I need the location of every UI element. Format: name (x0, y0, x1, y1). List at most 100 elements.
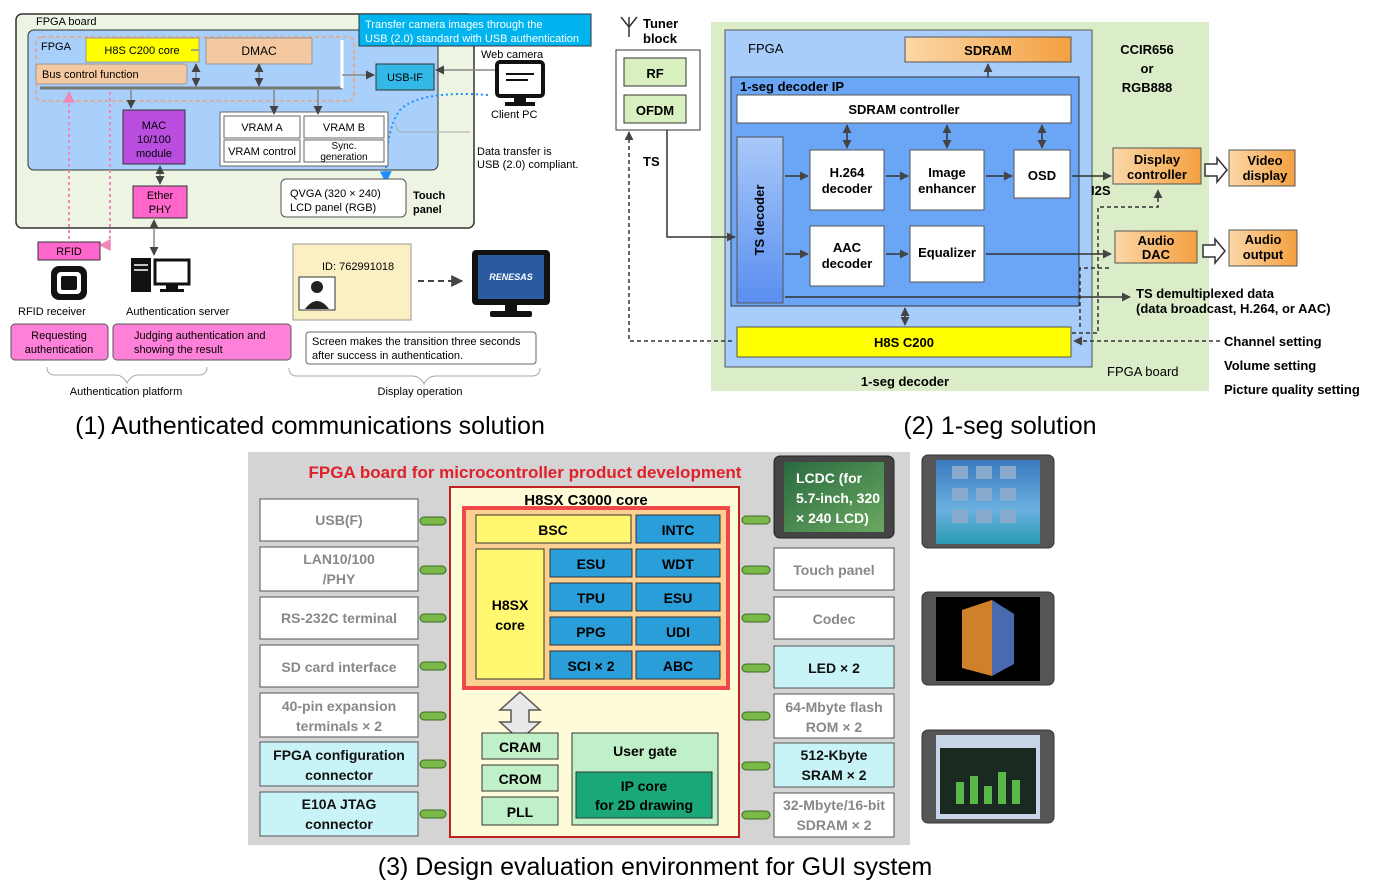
ether-phy-box (132, 185, 188, 219)
udi-label: UDI (666, 624, 690, 640)
wdt-label: WDT (662, 556, 694, 572)
audio-out-line2: output (1243, 247, 1284, 262)
wdt-box (635, 548, 721, 578)
bsc-label: BSC (538, 522, 568, 538)
left-box-4 (259, 692, 419, 738)
req-line1: Requesting (31, 330, 87, 342)
fpga-label-2: FPGA (748, 41, 784, 56)
audio-output-box (1228, 229, 1298, 267)
image-line2: enhancer (918, 181, 976, 196)
fpga-board-label-2: FPGA board (1107, 364, 1179, 379)
left-3-line1: SD card interface (281, 659, 396, 675)
left-5-line2: connector (305, 767, 373, 783)
user-gate-label: User gate (613, 743, 677, 759)
right-0-line1: Touch panel (793, 562, 874, 578)
rf-box (623, 57, 687, 87)
right-box-5 (773, 792, 895, 838)
rf-label: RF (646, 66, 663, 81)
left-1-line1: LAN10/100 (303, 551, 375, 567)
vram-control-label: VRAM control (228, 146, 296, 158)
gui-monitor-2 (921, 591, 1055, 686)
tpu-label: TPU (577, 590, 605, 606)
esu1-box (549, 548, 633, 578)
osd-label: OSD (1028, 168, 1056, 183)
usb-callout-line2: USB (2.0) standard with USB authenticati… (365, 33, 579, 45)
sync-line1: Sync. (331, 141, 356, 152)
h8s-c200-label: H8S C200 (874, 335, 934, 350)
esu2-box (635, 582, 721, 612)
lcdc-display: LCDC (for 5.7-inch, 320 × 240 LCD) (773, 455, 895, 539)
h8sx-line1: H8SX (492, 597, 529, 613)
right-1-line1: Codec (813, 611, 856, 627)
ppg-label: PPG (576, 624, 606, 640)
right-5-line1: 32-Mbyte/16-bit (783, 797, 885, 813)
left-box-0 (259, 498, 419, 542)
ts-demux-line1: TS demultiplexed data (1136, 286, 1275, 301)
right-peripherals: Touch panel Codec LED × 2 64-Mbyte flash… (773, 547, 895, 838)
cram-box (481, 732, 559, 760)
left-4-line2: terminals × 2 (296, 718, 382, 734)
core-title: H8SX C3000 core (524, 492, 647, 509)
volume-setting: Volume setting (1224, 358, 1316, 373)
audio-dac-line2: DAC (1142, 247, 1171, 262)
abc-box (635, 650, 721, 680)
tpu-box (549, 582, 633, 612)
left-box-1 (259, 546, 419, 592)
video-line1: Video (1247, 153, 1282, 168)
ether-line2: PHY (149, 204, 172, 216)
ofdm-label: OFDM (636, 103, 674, 118)
h8sx-line2: core (495, 617, 525, 633)
rfid-receiver-icon (51, 266, 87, 300)
decoder-ip-label: 1-seg decoder IP (740, 79, 844, 94)
right-box-4 (773, 742, 895, 788)
bsc-box (475, 514, 632, 544)
sdram-box (904, 36, 1072, 63)
left-4-line1: 40-pin expansion (282, 698, 396, 714)
channel-setting: Channel setting (1224, 334, 1322, 349)
ofdm-box (623, 94, 687, 124)
lcd-panel-box (280, 178, 407, 218)
sdram-label: SDRAM (964, 43, 1012, 58)
gui-monitor-1 (921, 454, 1055, 549)
right-box-1 (773, 596, 895, 640)
image-line1: Image (928, 165, 966, 180)
h8sx-core-box (475, 548, 545, 680)
dmac-box (205, 37, 313, 65)
h264-decoder-box (809, 149, 885, 211)
picture-setting: Picture quality setting (1224, 382, 1360, 397)
h264-line1: H.264 (830, 165, 865, 180)
intc-label: INTC (662, 522, 695, 538)
auth-server-label: Authentication server (126, 306, 230, 318)
id-number: ID: 762991018 (322, 261, 394, 273)
left-peripherals: USB(F) LAN10/100 /PHY RS-232C terminal S… (259, 498, 419, 837)
touch-line1: Touch (413, 190, 445, 202)
display-controller-box (1112, 147, 1202, 185)
h8s-core-box (85, 37, 200, 63)
diagram-3-gui-evaluation: FPGA board for microcontroller product d… (248, 452, 1055, 881)
web-camera-label: Web camera (481, 49, 544, 61)
video-line2: display (1243, 168, 1289, 183)
client-pc-icon (495, 60, 545, 106)
client-pc-label: Client PC (491, 109, 538, 121)
left-6-line1: E10A JTAG (302, 796, 377, 812)
transfer-note-line2: USB (2.0) compliant. (477, 159, 578, 171)
ccir-line3: RGB888 (1122, 80, 1173, 95)
aac-decoder-box (809, 225, 885, 287)
judge-line1: Judging authentication and (134, 330, 266, 342)
bus-control-label: Bus control function (42, 69, 139, 81)
rfid-receiver-label: RFID receiver (18, 306, 86, 318)
bus-control-box (35, 63, 188, 85)
rfid-label: RFID (56, 246, 82, 258)
vram-b-label: VRAM B (323, 122, 365, 134)
right-box-2 (773, 645, 895, 689)
diagram-2-oneseg-solution: FPGA SDRAM CCIR656 or RGB888 1-seg decod… (615, 16, 1360, 440)
board-title: FPGA board for microcontroller product d… (309, 463, 742, 482)
audio-dac-box (1114, 230, 1198, 264)
antenna-icon (620, 16, 638, 37)
udi-box (635, 616, 721, 646)
screen-line2: after success in authentication. (312, 350, 463, 362)
oneseg-decoder-label: 1-seg decoder (861, 374, 949, 389)
dmac-label: DMAC (241, 44, 277, 58)
vram-a-label: VRAM A (241, 122, 283, 134)
